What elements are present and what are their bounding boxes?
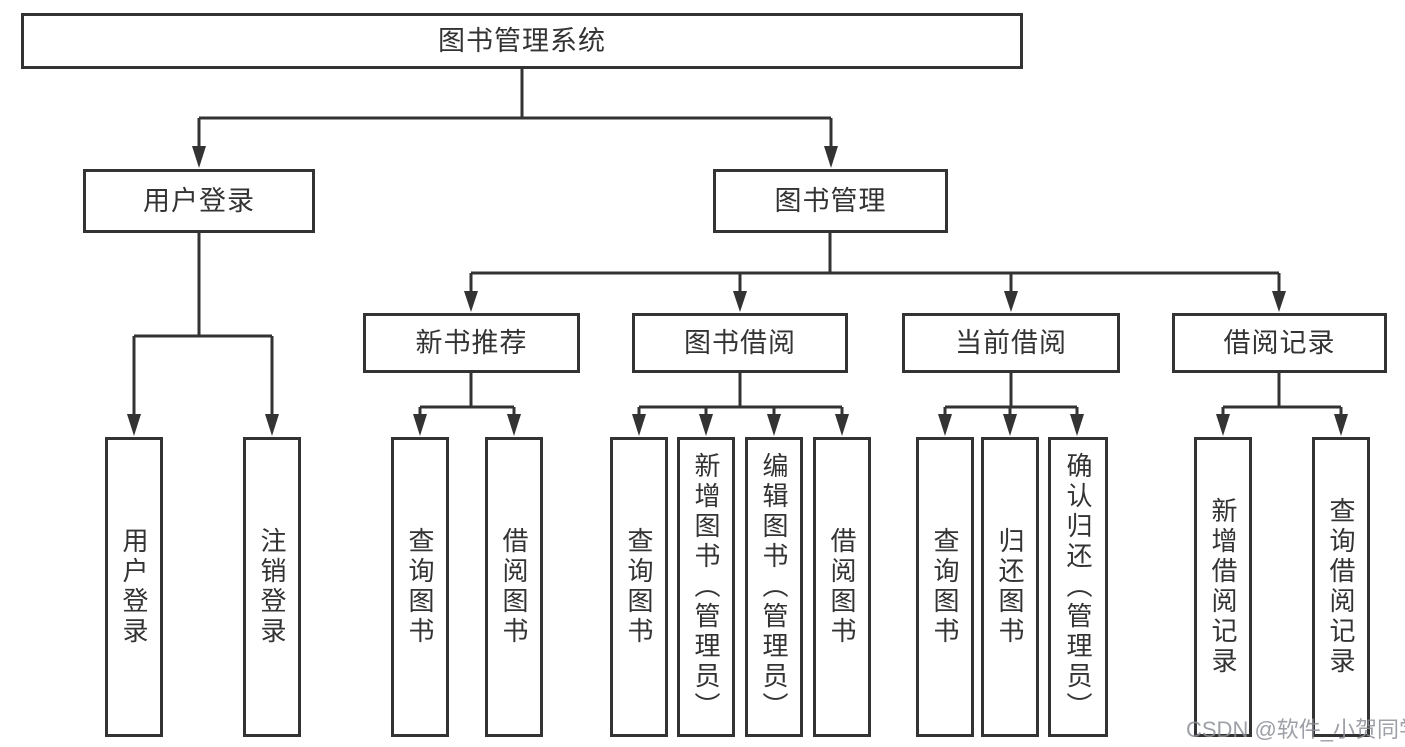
leaf-query-books-recommend-label: 查询图书 [405,527,435,647]
node-book-management-label: 图书管理 [774,185,887,216]
leaf-logout-label: 注销登录 [257,527,287,647]
node-book-management-system-label: 图书管理系统 [438,25,606,56]
csdn-watermark: CSDN @软件_小贺同学 [1186,717,1405,742]
node-book-management-system: 图书管理系统 [21,13,1023,69]
leaf-query-borrow-record: 查询借阅记录 [1312,437,1370,737]
leaf-add-borrow-record: 新增借阅记录 [1194,437,1252,737]
node-book-management: 图书管理 [713,169,948,233]
leaf-query-borrow-record-label: 查询借阅记录 [1326,497,1356,677]
leaf-query-books-borrowing: 查询图书 [610,437,668,737]
node-current-borrowing: 当前借阅 [902,313,1120,373]
leaf-borrow-books-recommend-label: 借阅图书 [499,527,529,647]
node-book-borrowing: 图书借阅 [632,313,848,373]
node-user-login: 用户登录 [83,169,315,233]
node-book-borrowing-label: 图书借阅 [684,327,796,358]
leaf-add-borrow-record-label: 新增借阅记录 [1208,497,1238,677]
leaf-borrow-books-recommend: 借阅图书 [485,437,543,737]
leaf-add-books-admin-label: 新增图书（管理员） [691,452,721,722]
leaf-query-books-recommend: 查询图书 [391,437,449,737]
arrowheads [127,146,1348,436]
leaf-query-books-current: 查询图书 [916,437,974,737]
leaf-borrow-books: 借阅图书 [813,437,871,737]
leaf-edit-books-admin-label: 编辑图书（管理员） [759,452,789,722]
leaf-return-books: 归还图书 [981,437,1039,737]
leaf-query-books-current-label: 查询图书 [930,527,960,647]
leaf-confirm-return-admin-label: 确认归还（管理员） [1063,452,1093,722]
leaf-return-books-label: 归还图书 [995,527,1025,647]
tree-edges [132,69,1343,415]
leaf-logout: 注销登录 [243,437,301,737]
leaf-confirm-return-admin: 确认归还（管理员） [1048,437,1108,737]
leaf-query-books-borrowing-label: 查询图书 [624,527,654,647]
node-new-book-recommend: 新书推荐 [363,313,580,373]
node-borrowing-records-label: 借阅记录 [1223,327,1336,358]
leaf-user-login: 用户登录 [105,437,163,737]
leaf-user-login-label: 用户登录 [119,527,149,647]
node-user-login-label: 用户登录 [143,185,255,216]
node-new-book-recommend-label: 新书推荐 [415,327,528,358]
node-borrowing-records: 借阅记录 [1172,313,1387,373]
node-current-borrowing-label: 当前借阅 [955,327,1067,358]
leaf-add-books-admin: 新增图书（管理员） [677,437,735,737]
leaf-edit-books-admin: 编辑图书（管理员） [745,437,803,737]
leaf-borrow-books-label: 借阅图书 [827,527,857,647]
